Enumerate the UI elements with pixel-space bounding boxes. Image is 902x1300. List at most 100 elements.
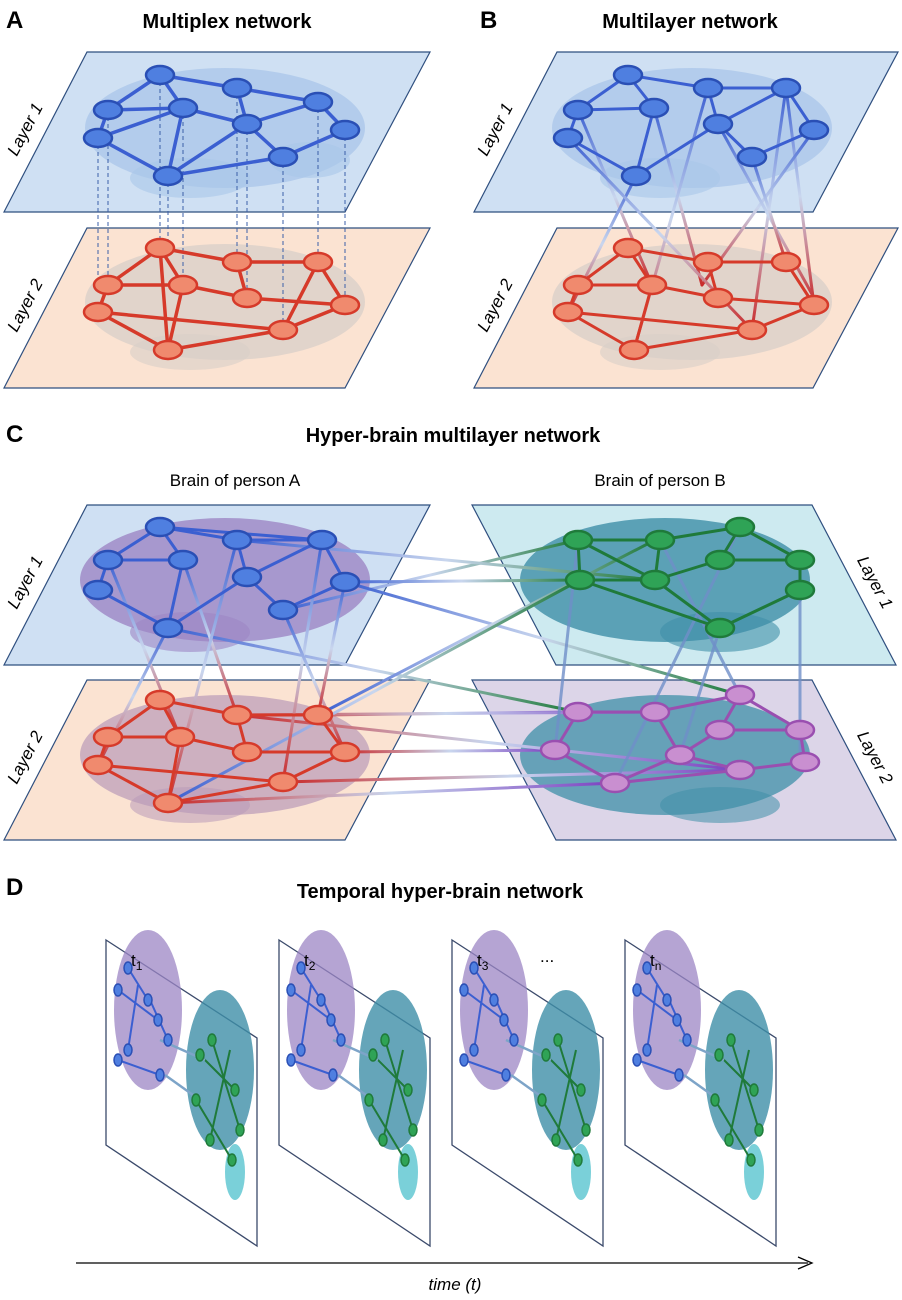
panel-c-left-layer2-nodes [82, 689, 361, 814]
node [724, 516, 756, 538]
node [704, 549, 736, 571]
panel-c: C Hyper-brain multilayer network Brain o… [3, 421, 897, 841]
node [164, 726, 196, 748]
panel-b-letter: B [480, 7, 497, 34]
node [329, 119, 361, 141]
node [664, 744, 696, 766]
panel-a-title: Multiplex network [143, 11, 313, 33]
node [736, 319, 768, 341]
node [302, 704, 334, 726]
panel-c-left-layer1-nodes [82, 516, 361, 639]
panel-d-letter: D [6, 874, 23, 901]
node [152, 792, 184, 814]
node [167, 274, 199, 296]
node [552, 301, 584, 323]
node [692, 251, 724, 273]
panel-c-right-layer2-nodes [539, 684, 821, 794]
panel-d: D Temporal hyper-brain network [6, 874, 814, 1294]
node [639, 569, 671, 591]
node [82, 127, 114, 149]
time-frame [277, 928, 432, 1248]
node [724, 684, 756, 706]
panel-b-title: Multilayer network [602, 11, 778, 33]
panel-c-title: Hyper-brain multilayer network [306, 425, 601, 447]
node [692, 77, 724, 99]
time-frame [623, 928, 778, 1248]
node [644, 529, 676, 551]
node [562, 99, 594, 121]
panel-a-letter: A [6, 7, 23, 34]
node [770, 77, 802, 99]
panel-c-letter: C [6, 421, 23, 448]
node [221, 77, 253, 99]
node [612, 64, 644, 86]
node [231, 113, 263, 135]
node [302, 91, 334, 113]
node [267, 771, 299, 793]
node [770, 251, 802, 273]
node [231, 566, 263, 588]
node [562, 274, 594, 296]
node [639, 701, 671, 723]
time-ellipsis: ... [540, 947, 554, 966]
node [152, 165, 184, 187]
node [798, 119, 830, 141]
panel-b-layer1-nodes [552, 64, 830, 187]
node [82, 301, 114, 323]
time-axis-label: time (t) [429, 1275, 482, 1294]
time-label-1: t1 [131, 951, 143, 973]
node [221, 704, 253, 726]
node [704, 617, 736, 639]
node [562, 529, 594, 551]
time-label-3: t3 [477, 951, 489, 973]
node [231, 741, 263, 763]
node [552, 127, 584, 149]
node [92, 726, 124, 748]
node [620, 165, 652, 187]
node [144, 516, 176, 538]
node [92, 274, 124, 296]
node [92, 549, 124, 571]
node [82, 754, 114, 776]
node [724, 759, 756, 781]
node [562, 701, 594, 723]
node [618, 339, 650, 361]
node [92, 99, 124, 121]
node [144, 689, 176, 711]
node [636, 274, 668, 296]
panel-a-layer1-nodes [82, 64, 361, 187]
node [82, 579, 114, 601]
node [167, 97, 199, 119]
node [736, 146, 768, 168]
node [152, 339, 184, 361]
node [329, 571, 361, 593]
node [329, 294, 361, 316]
time-axis [76, 1256, 814, 1270]
node [789, 751, 821, 773]
time-frame [450, 928, 605, 1248]
node [638, 97, 670, 119]
node [302, 251, 334, 273]
node [599, 772, 631, 794]
node [702, 113, 734, 135]
panel-b-layer2-nodes [552, 237, 830, 361]
time-label-2: t2 [304, 951, 316, 973]
node [784, 549, 816, 571]
node [704, 719, 736, 741]
node [798, 294, 830, 316]
panel-d-title: Temporal hyper-brain network [297, 881, 584, 903]
node [231, 287, 263, 309]
panel-b: B Multilayer network [473, 7, 899, 389]
node [267, 319, 299, 341]
node [221, 251, 253, 273]
node [612, 237, 644, 259]
node [784, 719, 816, 741]
brain-a-label: Brain of person A [170, 471, 301, 490]
panel-a-layer2-nodes [82, 237, 361, 361]
panel-c-right-layer1-nodes [562, 516, 816, 639]
node [221, 529, 253, 551]
time-label-n: tn [650, 951, 661, 973]
node [152, 617, 184, 639]
time-frame [105, 930, 258, 1248]
